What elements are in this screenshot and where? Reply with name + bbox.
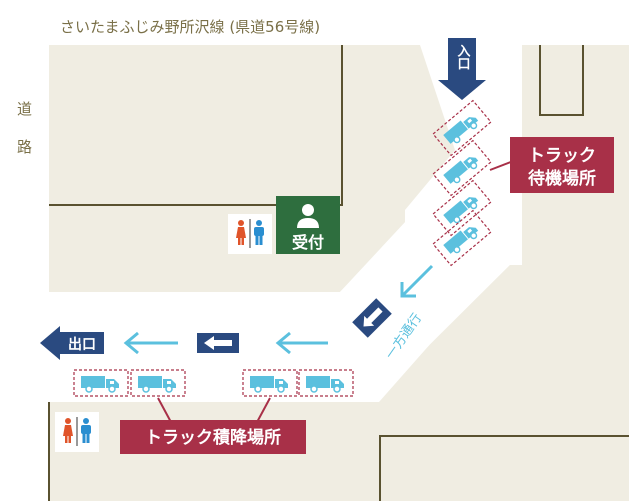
person-body-icon <box>297 218 319 228</box>
loading-truck <box>298 369 354 397</box>
truck-loading-label: トラック積降場所 <box>145 427 281 448</box>
loading-truck <box>73 369 129 397</box>
waiting-truck <box>432 209 492 267</box>
upper-block <box>49 45 455 292</box>
waiting-truck <box>432 99 492 157</box>
top-road <box>0 0 629 45</box>
one-way-sign <box>349 295 395 341</box>
left-road <box>0 0 45 501</box>
road-name-left-2: 路 <box>17 138 32 156</box>
truck-waiting-label-1: トラック <box>528 146 596 166</box>
loading-truck <box>242 369 298 397</box>
truck-waiting-label-2: 待機場所 <box>528 168 596 189</box>
road-name-top: さいたまふじみ野所沢線 (県道56号線) <box>60 18 320 36</box>
restroom-icon <box>228 214 272 254</box>
loading-truck <box>130 369 186 397</box>
road-name-left-1: 道 <box>17 100 32 118</box>
entrance-label: 入口 <box>455 44 471 70</box>
right-block-edge-2 <box>379 435 629 501</box>
flow-arrow <box>275 331 328 355</box>
waiting-truck <box>432 139 492 197</box>
right-block-edge <box>539 45 584 116</box>
person-icon <box>302 204 314 216</box>
exit-label: 出口 <box>68 336 96 353</box>
driveway-lower <box>44 210 470 402</box>
reception-label: 受付 <box>292 233 324 252</box>
flow-arrow <box>400 264 434 298</box>
reception-sign: 受付 <box>276 196 340 254</box>
direction-sign <box>195 331 241 355</box>
loading-trucks <box>73 369 354 397</box>
truck-waiting-callout: トラック 待機場所 <box>489 137 614 193</box>
restroom-icon <box>55 412 99 452</box>
waiting-truck <box>432 179 492 237</box>
waiting-trucks <box>432 99 492 267</box>
upper-block-inner-edge <box>49 45 343 206</box>
truck-loading-callout: トラック積降場所 <box>120 397 306 454</box>
flow-arrow <box>123 331 178 355</box>
entrance-arrow: 入口 <box>438 38 486 100</box>
exit-arrow: 出口 <box>40 326 104 360</box>
